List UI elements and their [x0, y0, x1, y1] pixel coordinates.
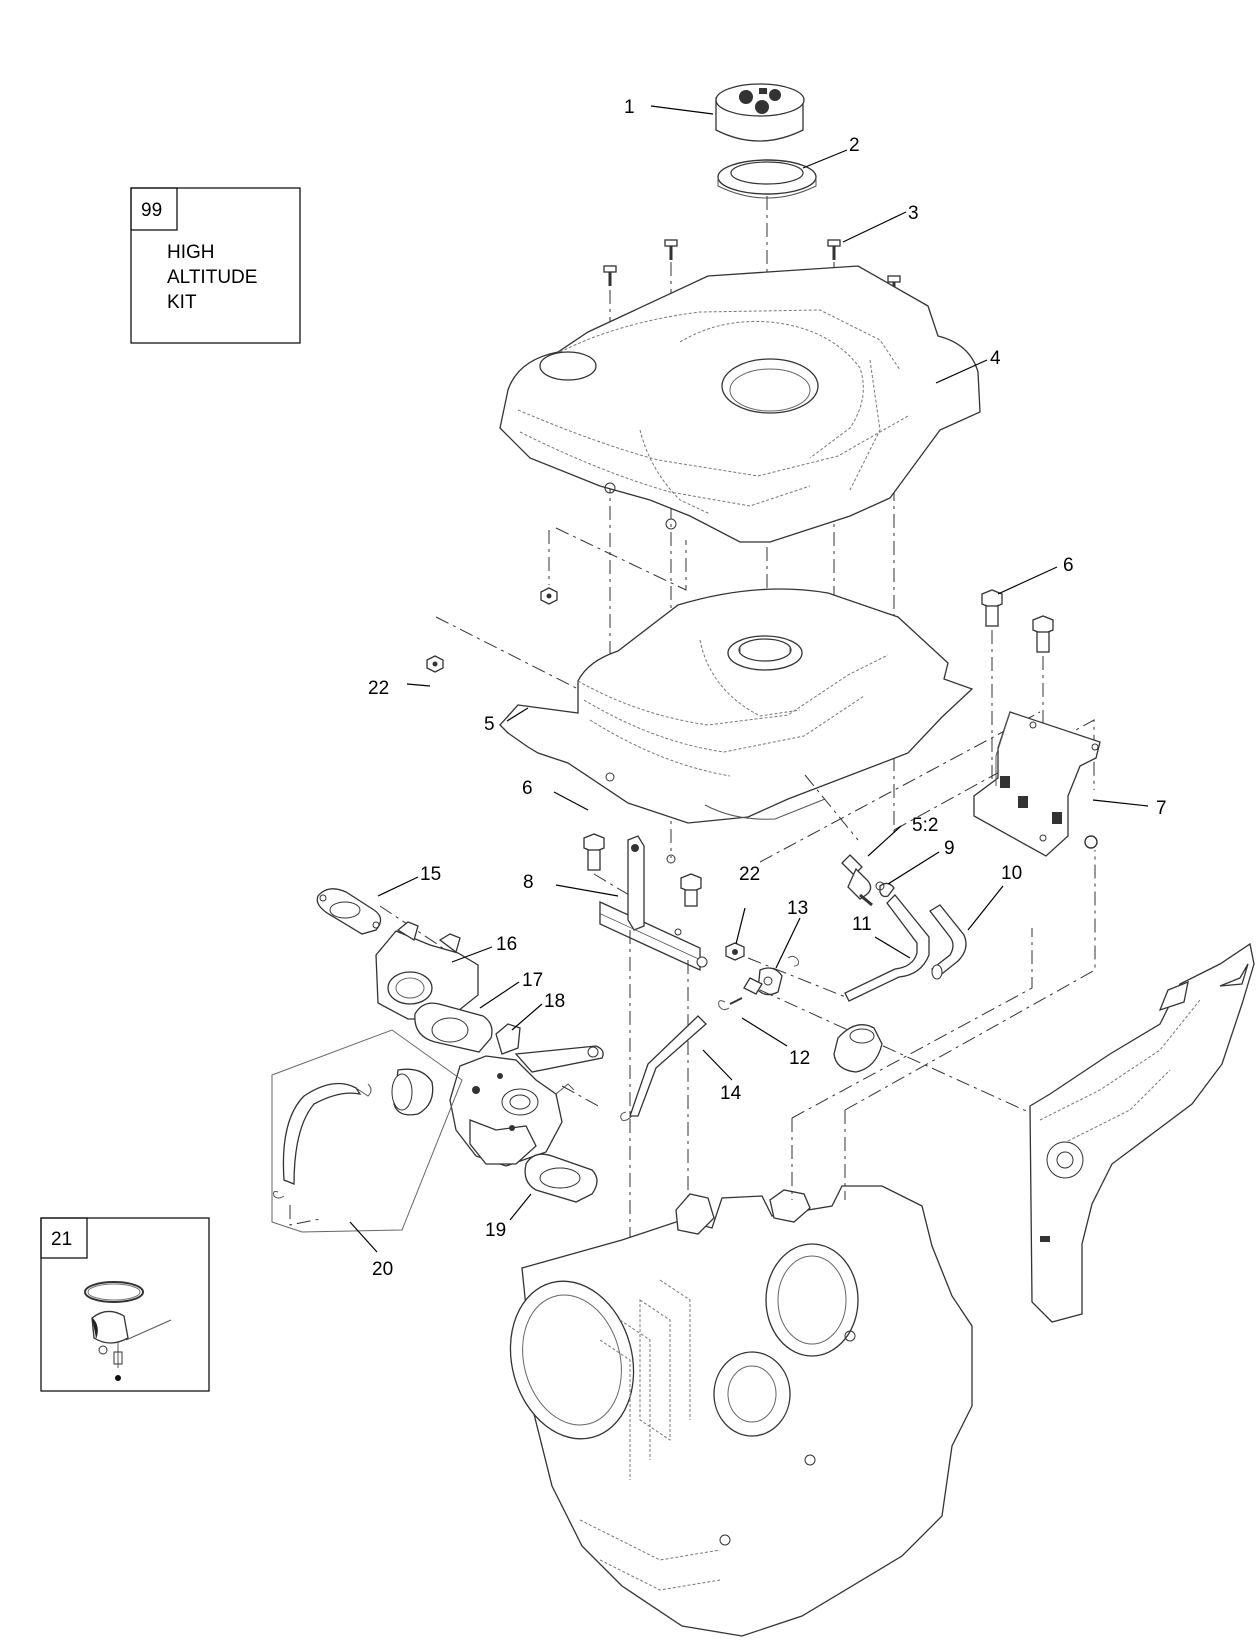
flange-nut-center-part	[725, 942, 745, 961]
cap-gasket-part	[717, 159, 817, 199]
carb-axis-line	[561, 1085, 603, 1109]
valve-axis-line	[804, 774, 859, 841]
callout-13: 13	[787, 898, 808, 919]
callout-1: 1	[624, 97, 635, 118]
block-to-bracket-axis-1	[791, 928, 1033, 1119]
callout-16: 16	[496, 934, 517, 955]
callout-22-left: 22	[368, 678, 389, 699]
choke-bracket-part	[599, 835, 708, 972]
kit-99-line-1: HIGH	[167, 242, 215, 263]
flange-nut-upper-part	[540, 587, 558, 605]
callout-20: 20	[372, 1259, 393, 1280]
carburetor-part	[449, 1023, 604, 1167]
callout-6-center: 6	[522, 778, 533, 799]
callout-18: 18	[544, 991, 565, 1012]
kit-99-line-3: KIT	[167, 292, 197, 313]
primer-kit-outline	[271, 1029, 463, 1233]
callout-5: 5	[484, 714, 495, 735]
kit-99-line-2: ALTITUDE	[167, 267, 257, 288]
nut-axis-frame-upper	[555, 527, 687, 591]
callout-8: 8	[523, 872, 534, 893]
kit-99-number: 99	[141, 200, 162, 221]
air-filter-gasket-part	[524, 1153, 598, 1203]
vent-hose-part	[929, 904, 967, 980]
callout-6-right: 6	[1063, 555, 1074, 576]
fuel-tank-part	[499, 588, 974, 864]
leader-lines	[349, 105, 1149, 1253]
bracket-bolts-part	[981, 589, 1054, 653]
flange-nut-lower-part	[426, 655, 444, 673]
bracket-axis-diag-1	[759, 711, 1041, 863]
kit-box-99: 99 HIGH ALTITUDE KIT	[130, 187, 301, 344]
callout-9: 9	[944, 838, 955, 859]
choke-bolt-axis	[593, 873, 635, 899]
callout-22-center: 22	[739, 864, 760, 885]
blower-housing-part	[1029, 942, 1255, 1323]
callout-7: 7	[1156, 798, 1167, 819]
kit-box-21: 21	[40, 1217, 210, 1392]
callout-5-2: 5:2	[912, 815, 938, 836]
fuel-shutoff-valve-part	[743, 955, 799, 996]
callout-14: 14	[720, 1083, 742, 1104]
valve-axis-short	[747, 957, 849, 999]
callout-17: 17	[522, 970, 543, 991]
choke-bracket-bolt-part	[583, 833, 605, 871]
primer-cap-part	[833, 1024, 883, 1073]
carb-adapter-part	[375, 921, 479, 1020]
callout-labels: 1 2 3 4 5 5:2 6 6 7 8 9 10 11 12 13 14 1…	[368, 97, 1167, 1280]
callout-3: 3	[908, 203, 919, 224]
fuel-cap-part	[715, 83, 805, 142]
tank-outlet-fitting-part	[841, 854, 873, 907]
fuel-line-hose-part	[844, 894, 930, 1002]
hose-clip-part	[718, 997, 743, 1011]
callout-10: 10	[1001, 863, 1022, 884]
kit-21-number: 21	[51, 1229, 72, 1250]
intake-gasket-part	[316, 888, 382, 935]
callout-12: 12	[789, 1048, 810, 1069]
bracket-axis-diag-2	[893, 719, 1095, 831]
callout-15: 15	[420, 864, 441, 885]
kit-21-parts-illustration	[84, 1281, 172, 1381]
carb-fuel-line-part	[620, 1015, 707, 1121]
engine-block-part	[509, 1185, 973, 1637]
fuel-tank-shroud-part	[499, 265, 981, 543]
mounting-bracket-part	[973, 711, 1101, 857]
hose-clamp-part	[875, 881, 895, 898]
callout-19: 19	[485, 1220, 506, 1241]
callout-11: 11	[852, 914, 872, 935]
carb-gasket-part	[414, 1002, 493, 1053]
callout-2: 2	[849, 135, 860, 156]
callout-4: 4	[990, 348, 1001, 369]
